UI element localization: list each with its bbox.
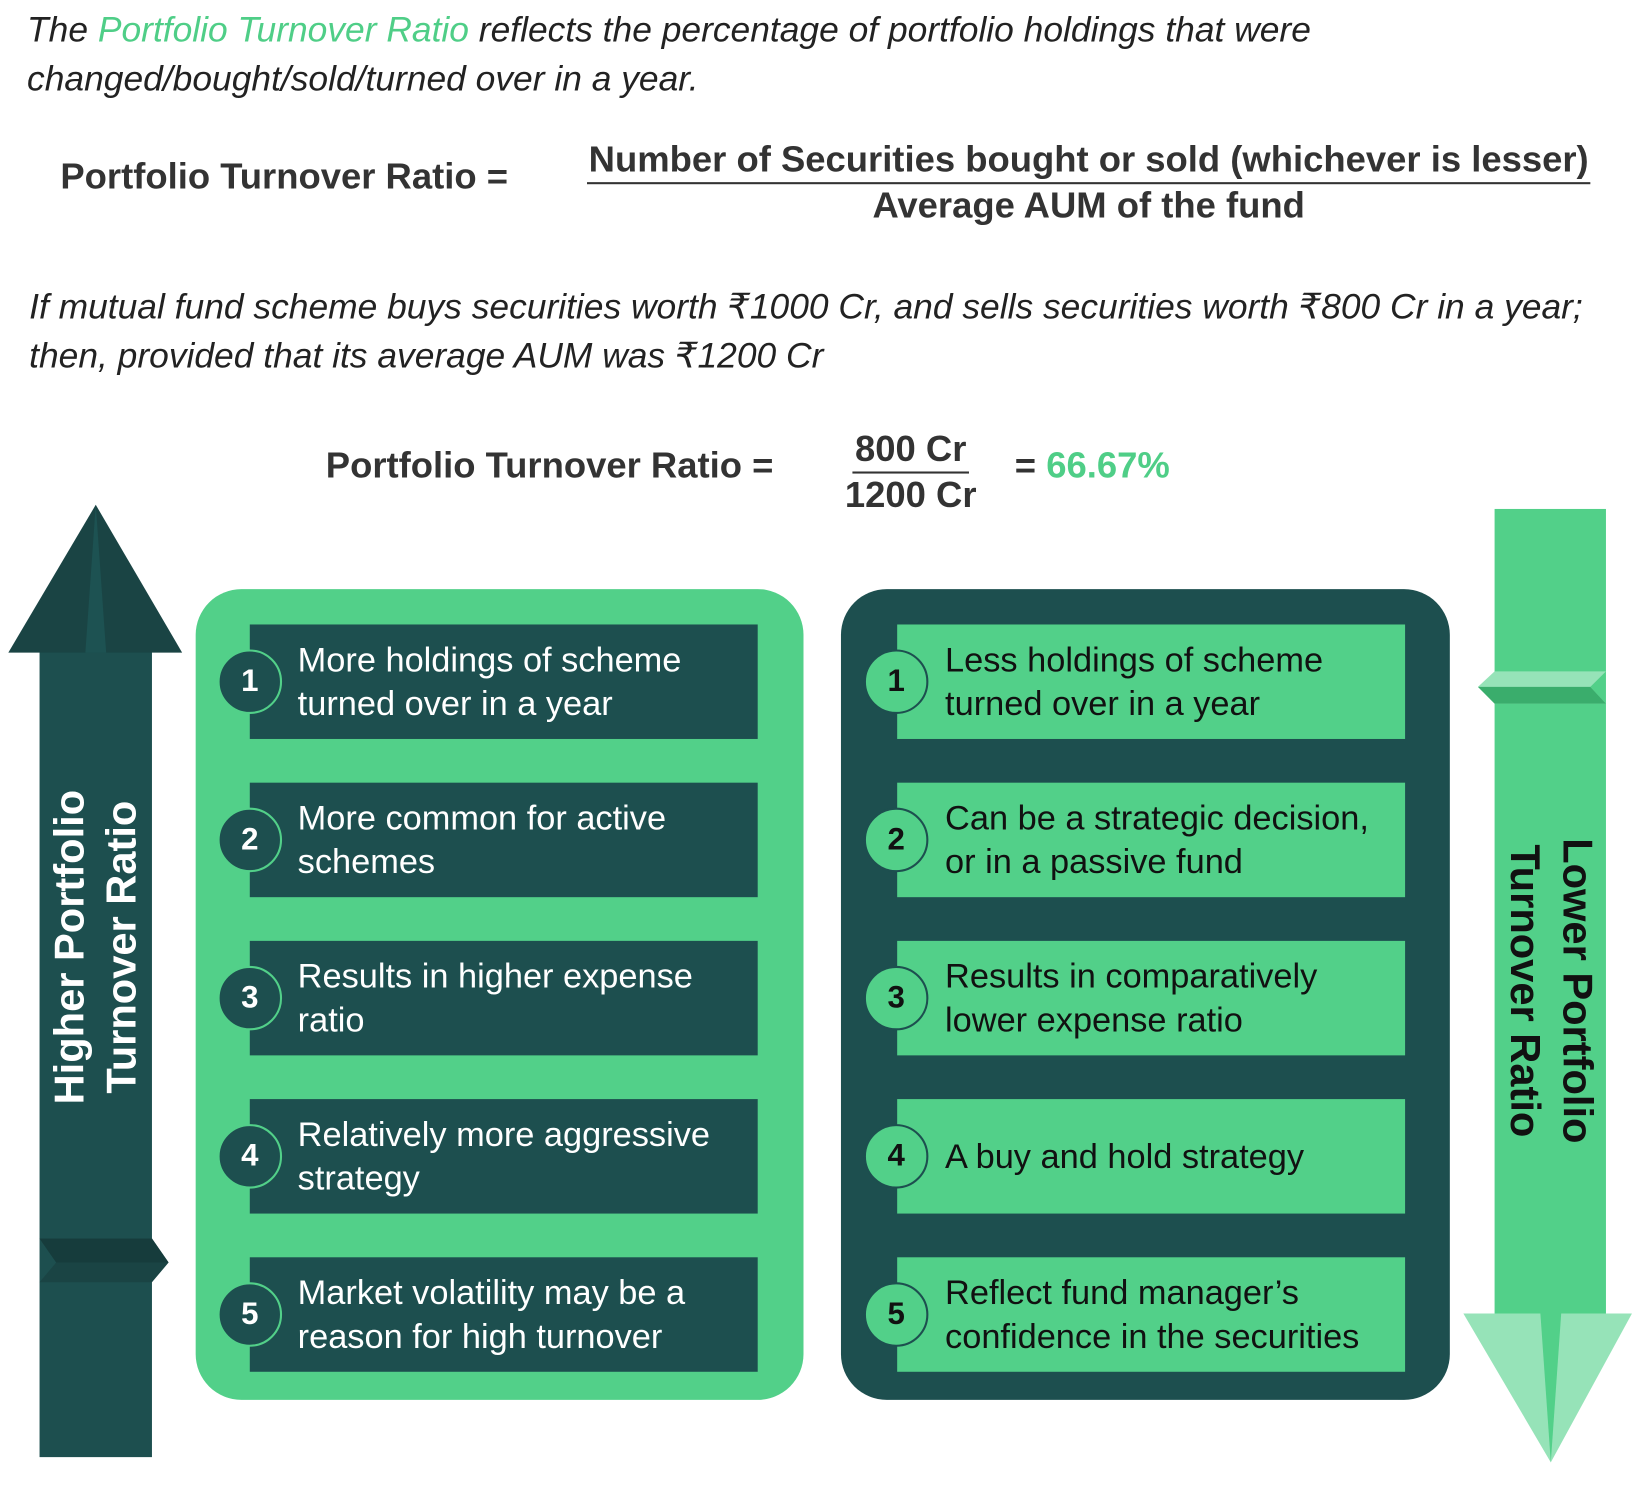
item-number-badge: 4: [863, 1124, 929, 1189]
higher-item-3: Results in higher expense ratio: [249, 940, 758, 1056]
intro-suffix: reflects the percentage of portfolio hol…: [27, 10, 1311, 99]
item-number-badge: 2: [217, 807, 283, 873]
lower-item-4: A buy and hold strategy: [897, 1099, 1406, 1214]
formula-denominator: Average AUM of the fund: [872, 185, 1305, 226]
item-number-badge: 5: [863, 1282, 929, 1347]
higher-item-2: More common for active schemes: [249, 782, 758, 898]
formula-fraction: Number of Securities bought or sold (whi…: [579, 139, 1599, 226]
formula-label: Portfolio Turnover Ratio =: [60, 156, 508, 197]
lower-item-2: Can be a strategic decision, or in a pas…: [897, 782, 1406, 898]
calc-numerator: 800 Cr: [852, 428, 969, 474]
item-text: Market volatility may be a reason for hi…: [297, 1272, 686, 1356]
intro-highlight: Portfolio Turnover Ratio: [97, 10, 469, 50]
higher-item-4: Relatively more aggressive strategy: [249, 1099, 758, 1214]
item-text: Less holdings of scheme turned over in a…: [945, 640, 1324, 723]
up-arrow-icon: [8, 504, 183, 1458]
calc-fraction: 800 Cr 1200 Cr: [833, 428, 989, 516]
item-number-badge: 5: [217, 1282, 283, 1347]
item-text: More holdings of scheme turned over in a…: [297, 640, 682, 723]
item-text: Results in higher expense ratio: [297, 956, 693, 1039]
formula-numerator: Number of Securities bought or sold (whi…: [586, 139, 1591, 185]
item-number-badge: 2: [863, 807, 929, 873]
calc-label: Portfolio Turnover Ratio =: [325, 445, 774, 487]
item-number-badge: 3: [217, 965, 283, 1031]
down-arrow-icon: [1463, 508, 1632, 1463]
lower-label-line2: Turnover Ratio: [1501, 844, 1548, 1138]
lower-label-line1: Lower Portfolio: [1553, 838, 1600, 1144]
lower-item-1: Less holdings of scheme turned over in a…: [897, 624, 1406, 739]
item-number-badge: 1: [217, 649, 283, 714]
higher-label-line2: Turnover Ratio: [98, 800, 145, 1094]
calc-result: = 66.67%: [1015, 445, 1170, 487]
higher-arrow-label: Higher Portfolio Turnover Ratio: [44, 790, 148, 1105]
calc-result-value: 66.67%: [1046, 445, 1170, 487]
item-text: Relatively more aggressive strategy: [297, 1114, 711, 1197]
lower-item-5: Reflect fund manager’s confidence in the…: [897, 1257, 1406, 1372]
intro-prefix: The: [27, 10, 98, 50]
intro-text: The Portfolio Turnover Ratio reflects th…: [27, 6, 1609, 104]
item-number-badge: 1: [863, 649, 929, 714]
calc-denominator: 1200 Cr: [844, 474, 977, 516]
lower-arrow-label: Lower Portfolio Turnover Ratio: [1499, 838, 1603, 1143]
higher-label-line1: Higher Portfolio: [46, 789, 93, 1105]
lower-item-3: Results in comparatively lower expense r…: [897, 940, 1406, 1056]
item-text: More common for active schemes: [297, 798, 667, 881]
calc-equals: =: [1014, 445, 1037, 487]
item-text: Results in comparatively lower expense r…: [945, 956, 1318, 1039]
example-text: If mutual fund scheme buys securities wo…: [29, 287, 1583, 376]
item-text: A buy and hold strategy: [945, 1136, 1305, 1176]
item-text: Can be a strategic decision, or in a pas…: [945, 798, 1369, 881]
item-number-badge: 3: [863, 965, 929, 1031]
higher-item-5: Market volatility may be a reason for hi…: [249, 1257, 758, 1372]
item-number-badge: 4: [217, 1124, 283, 1189]
higher-item-1: More holdings of scheme turned over in a…: [249, 624, 758, 739]
item-text: Reflect fund manager’s confidence in the…: [945, 1272, 1360, 1356]
